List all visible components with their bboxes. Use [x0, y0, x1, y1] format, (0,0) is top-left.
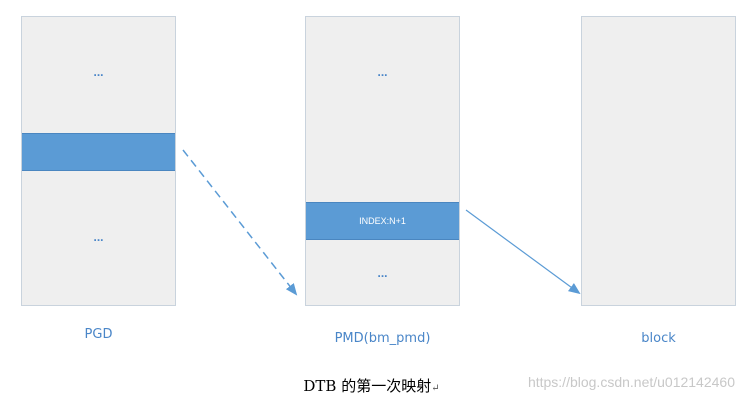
- pmd-dots-bottom: ...: [377, 266, 388, 280]
- return-mark-icon: ↵: [431, 383, 440, 394]
- block-column: [581, 16, 736, 306]
- pmd-label: PMD(bm_pmd): [334, 331, 431, 346]
- pgd-label: PGD: [84, 327, 113, 342]
- pgd-to-pmd-arrow: [182, 149, 298, 296]
- pmd-column: ... INDEX:N+1 ...: [305, 16, 460, 306]
- pgd-dots-top: ...: [93, 65, 104, 79]
- figure-caption: DTB 的第一次映射↵: [0, 375, 743, 396]
- pgd-column: ... ...: [21, 16, 176, 306]
- pgd-entry-band: [22, 133, 175, 171]
- pmd-dots-top: ...: [377, 65, 388, 79]
- block-label: block: [641, 331, 676, 346]
- caption-text: DTB 的第一次映射: [303, 377, 432, 395]
- pgd-dots-bottom: ...: [93, 230, 104, 244]
- pmd-index-band: INDEX:N+1: [306, 202, 459, 240]
- pmd-to-block-arrow: [465, 209, 581, 295]
- watermark: https://blog.csdn.net/u012142460: [527, 374, 735, 390]
